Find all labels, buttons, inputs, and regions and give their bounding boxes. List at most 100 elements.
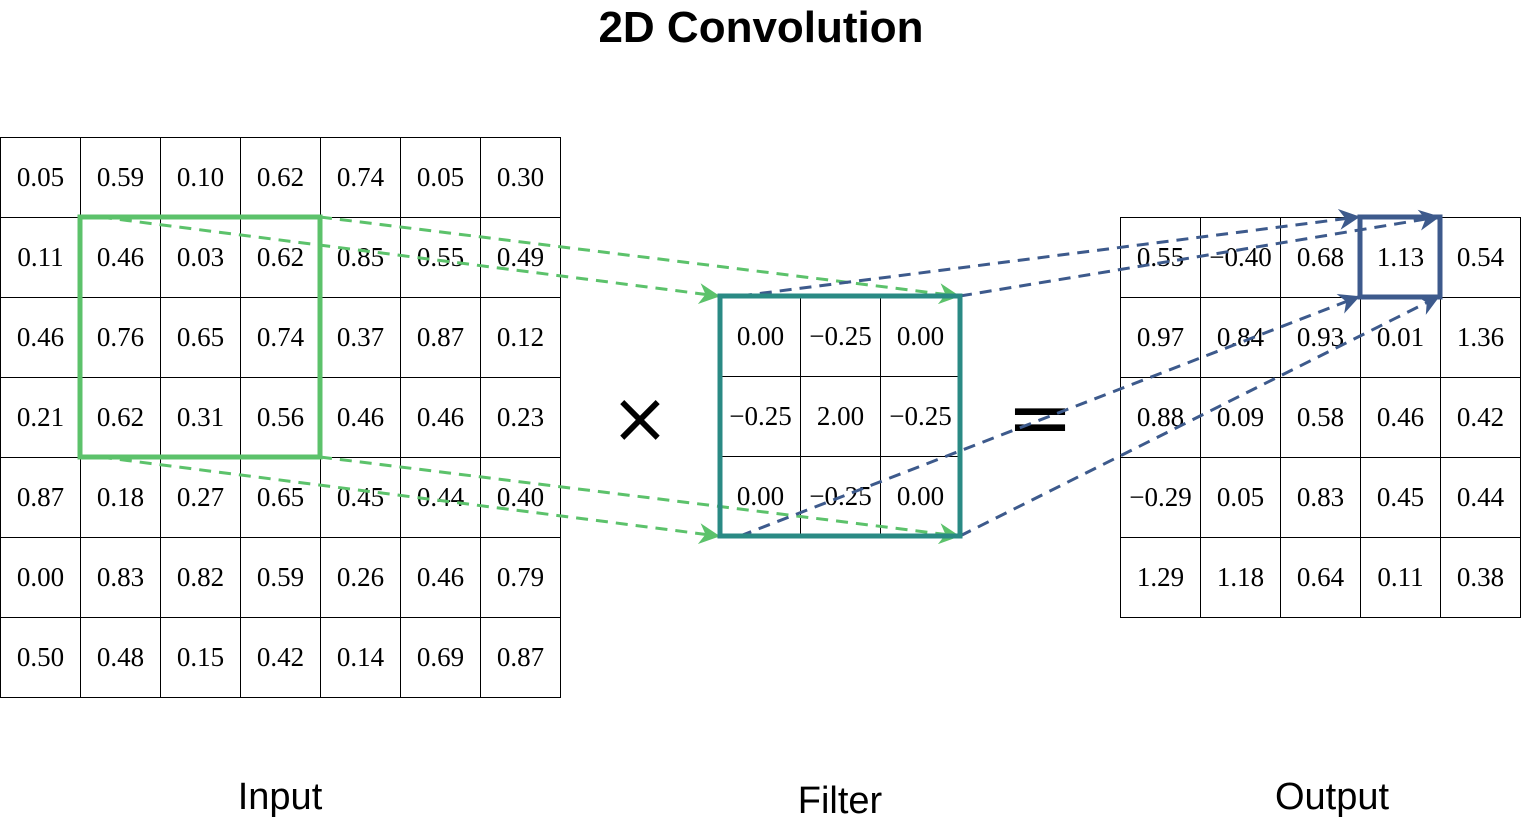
- filter-cell: 0.00: [880, 296, 961, 377]
- output-cell: 0.54: [1440, 217, 1521, 298]
- input-cell: 0.31: [160, 377, 241, 458]
- output-cell: 0.84: [1200, 297, 1281, 378]
- output-label: Output: [1274, 776, 1390, 818]
- output-cell: 0.64: [1280, 537, 1361, 618]
- input-cell: 0.48: [80, 617, 161, 698]
- output-cell: 0.93: [1280, 297, 1361, 378]
- input-cell: 0.59: [80, 137, 161, 218]
- input-cell: 0.18: [80, 457, 161, 538]
- input-cell: 0.62: [240, 217, 321, 298]
- input-cell: 0.00: [0, 537, 81, 618]
- input-cell: 0.12: [480, 297, 561, 378]
- output-cell: 0.01: [1360, 297, 1441, 378]
- output-cell: 0.05: [1200, 457, 1281, 538]
- input-cell: 0.69: [400, 617, 481, 698]
- input-cell: 0.59: [240, 537, 321, 618]
- filter-cell: −0.25: [800, 456, 881, 537]
- equals-operator: =: [1006, 371, 1074, 464]
- input-cell: 0.26: [320, 537, 401, 618]
- output-cell: 0.44: [1440, 457, 1521, 538]
- output-cell: 0.68: [1280, 217, 1361, 298]
- filter-cell: 2.00: [800, 376, 881, 457]
- input-cell: 0.55: [400, 217, 481, 298]
- input-cell: 0.27: [160, 457, 241, 538]
- input-cell: 0.87: [0, 457, 81, 538]
- multiply-operator: ×: [610, 377, 670, 459]
- filter-cell: 0.00: [720, 296, 801, 377]
- input-cell: 0.65: [160, 297, 241, 378]
- output-cell: 1.18: [1200, 537, 1281, 618]
- input-cell: 0.87: [400, 297, 481, 378]
- input-cell: 0.46: [0, 297, 81, 378]
- output-cell: 0.45: [1360, 457, 1441, 538]
- input-cell: 0.30: [480, 137, 561, 218]
- output-cell: 1.29: [1120, 537, 1201, 618]
- input-cell: 0.83: [80, 537, 161, 618]
- output-cell: 0.97: [1120, 297, 1201, 378]
- filter-cell: −0.25: [720, 376, 801, 457]
- input-cell: 0.76: [80, 297, 161, 378]
- input-cell: 0.45: [320, 457, 401, 538]
- output-cell: 0.38: [1440, 537, 1521, 618]
- input-cell: 0.74: [320, 137, 401, 218]
- input-cell: 0.46: [400, 537, 481, 618]
- input-cell: 0.44: [400, 457, 481, 538]
- input-label: Input: [237, 776, 323, 818]
- output-cell: 0.42: [1440, 377, 1521, 458]
- input-cell: 0.82: [160, 537, 241, 618]
- input-cell: 0.56: [240, 377, 321, 458]
- output-cell: 0.58: [1280, 377, 1361, 458]
- input-cell: 0.74: [240, 297, 321, 378]
- output-cell: 0.09: [1200, 377, 1281, 458]
- input-cell: 0.87: [480, 617, 561, 698]
- output-cell: 1.13: [1360, 217, 1441, 298]
- input-cell: 0.46: [320, 377, 401, 458]
- output-cell: −0.29: [1120, 457, 1201, 538]
- filter-cell: −0.25: [880, 376, 961, 457]
- input-cell: 0.62: [240, 137, 321, 218]
- input-cell: 0.50: [0, 617, 81, 698]
- input-cell: 0.14: [320, 617, 401, 698]
- filter-cell: 0.00: [880, 456, 961, 537]
- filter-cell: −0.25: [800, 296, 881, 377]
- input-cell: 0.42: [240, 617, 321, 698]
- filter-cell: 0.00: [720, 456, 801, 537]
- input-cell: 0.46: [80, 217, 161, 298]
- input-cell: 0.15: [160, 617, 241, 698]
- filter-label: Filter: [797, 780, 883, 822]
- output-cell: −0.40: [1200, 217, 1281, 298]
- input-cell: 0.79: [480, 537, 561, 618]
- input-cell: 0.37: [320, 297, 401, 378]
- output-cell: 1.36: [1440, 297, 1521, 378]
- output-cell: 0.46: [1360, 377, 1441, 458]
- input-cell: 0.62: [80, 377, 161, 458]
- input-cell: 0.49: [480, 217, 561, 298]
- input-cell: 0.10: [160, 137, 241, 218]
- input-cell: 0.85: [320, 217, 401, 298]
- input-cell: 0.21: [0, 377, 81, 458]
- input-cell: 0.65: [240, 457, 321, 538]
- input-cell: 0.40: [480, 457, 561, 538]
- input-cell: 0.23: [480, 377, 561, 458]
- output-cell: 0.55: [1120, 217, 1201, 298]
- output-cell: 0.83: [1280, 457, 1361, 538]
- input-cell: 0.11: [0, 217, 81, 298]
- diagram-title: 2D Convolution: [598, 3, 924, 52]
- input-cell: 0.46: [400, 377, 481, 458]
